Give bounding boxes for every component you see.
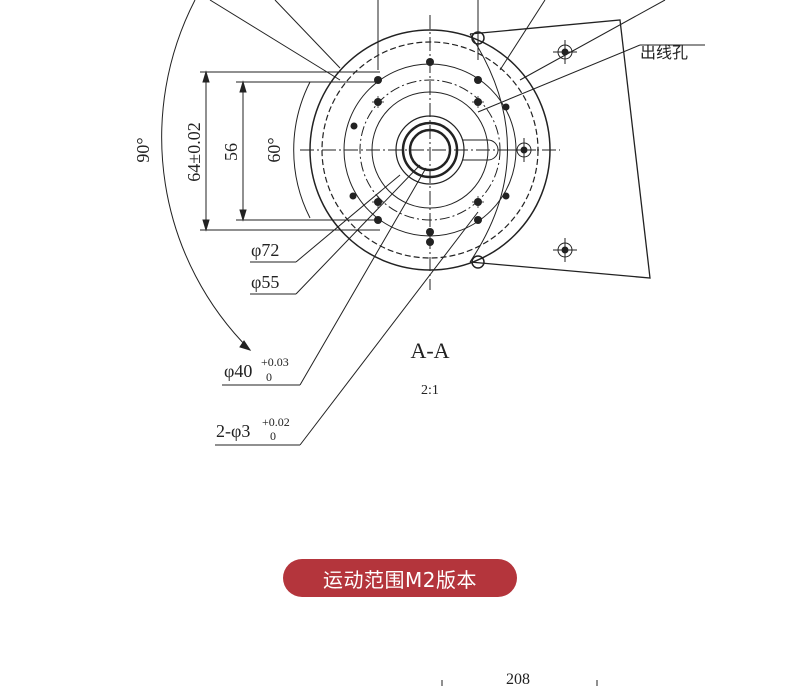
- bolt-holes: [349, 58, 510, 246]
- flange-outline: [469, 19, 651, 279]
- phi40-label: φ40: [224, 361, 252, 381]
- angle-90-arc: [161, 0, 251, 351]
- version-banner-label: 运动范围M2版本: [323, 567, 477, 592]
- cable-slot: [463, 139, 499, 161]
- plate-bolts: [471, 31, 577, 269]
- phi72-label: φ72: [251, 240, 279, 260]
- angle-90-label: 90°: [133, 137, 153, 162]
- angle-60-label: 60°: [264, 137, 284, 162]
- version-banner[interactable]: 运动范围M2版本: [283, 559, 517, 597]
- dim-64-label: 64±0.02: [184, 122, 204, 181]
- scale-label: 2:1: [421, 383, 439, 398]
- cable-hole-label: 出线孔: [640, 43, 688, 62]
- phi40-tol-upper: +0.03: [261, 355, 289, 369]
- phi40-tol-lower: 0: [266, 370, 272, 384]
- hole-tol-upper: +0.02: [262, 415, 290, 429]
- hole-spec-label: 2-φ3: [216, 421, 250, 441]
- section-label: A-A: [410, 338, 449, 363]
- angle-60-arc: [293, 81, 311, 219]
- hole-tol-lower: 0: [270, 429, 276, 443]
- phi55-label: φ55: [251, 272, 279, 292]
- dim-56-label: 56: [221, 143, 241, 161]
- bottom-dim-label: 208: [506, 671, 530, 686]
